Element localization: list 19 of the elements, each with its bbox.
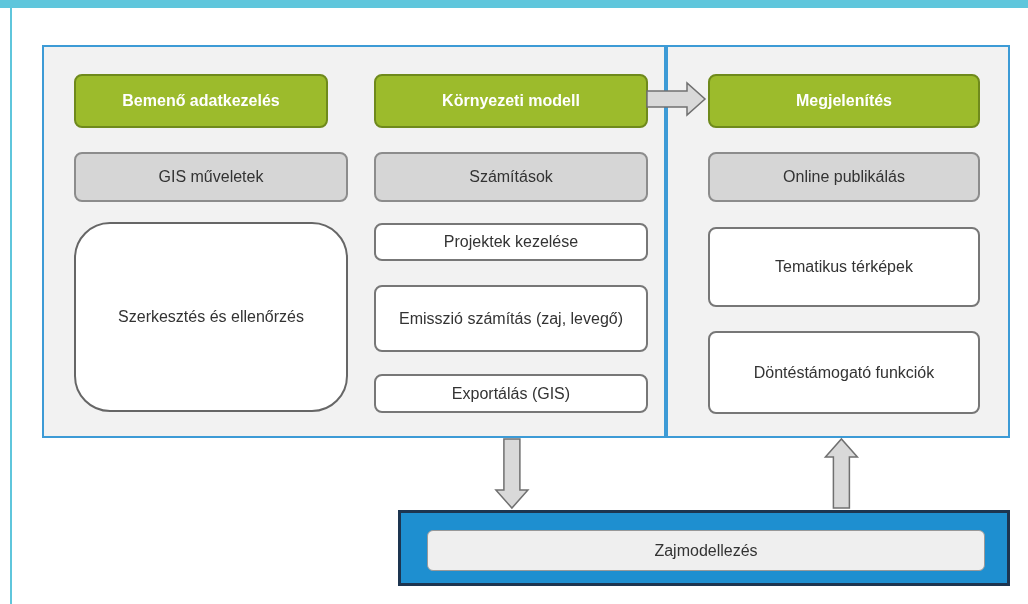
panel [42,45,666,438]
header-box: Megjelenítés [708,74,980,128]
process-box: Exportálás (GIS) [374,374,648,413]
block-arrow [823,437,860,509]
process-box: Emisszió számítás (zaj, levegő) [374,285,648,352]
category-box: Számítások [374,152,648,202]
process-box: Projektek kezelése [374,223,648,261]
category-box: Online publikálás [708,152,980,202]
process-box: Döntéstámogató funkciók [708,331,980,414]
panel [666,45,1010,438]
header-box: Környezeti modell [374,74,648,128]
frame [398,510,1010,586]
header-box: Bemenő adatkezelés [74,74,328,128]
block-arrow [494,438,530,510]
process-box: Zajmodellezés [427,530,985,571]
process-box: Szerkesztés és ellenőrzés [74,222,348,412]
process-box: Tematikus térképek [708,227,980,307]
block-arrow [646,81,707,117]
category-box: GIS műveletek [74,152,348,202]
